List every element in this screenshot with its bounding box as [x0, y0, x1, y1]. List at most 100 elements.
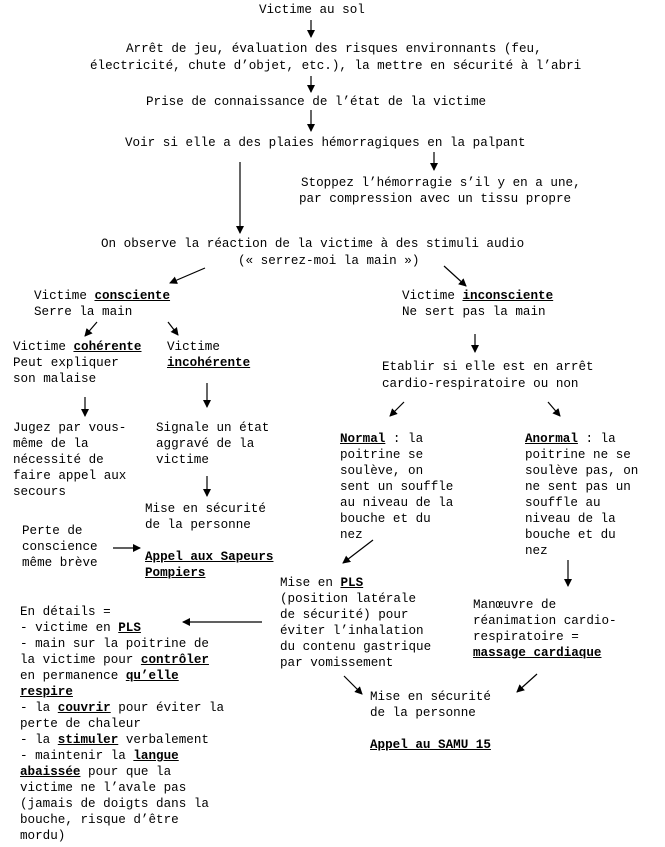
node-details-line4: la victime pour contrôler [20, 653, 209, 669]
node-jugez-line4: faire appel aux [13, 469, 127, 483]
arrow-consciente-to-coherente [84, 321, 98, 337]
node-consciente: Victime consciente [34, 289, 170, 305]
arrow-reaction-to-inconsciente [443, 265, 467, 287]
keyword-quelle: qu’elle [125, 669, 179, 683]
node-reaction-line2: (« serrez-moi la main ») [238, 254, 420, 268]
node-anormal-line1: Anormal : la [525, 432, 616, 448]
node-victime-au-sol: Victime au sol [259, 3, 365, 17]
node-stoppez-line1: Stoppez l’hémorragie s’il y en a une, [301, 176, 581, 190]
node-pls-line5: du contenu gastrique [280, 640, 432, 654]
node-normal-line5: au niveau de la [340, 496, 454, 510]
node-anormal-line6: niveau de la [525, 512, 616, 526]
keyword-couvrir: couvrir [57, 701, 111, 715]
keyword-respire: respire [20, 685, 73, 699]
node-jugez-line1: Jugez par vous- [13, 421, 127, 435]
node-perte-line3: même brève [22, 556, 98, 570]
node-reaction-line1: On observe la réaction de la victime à d… [101, 237, 525, 251]
node-anormal-line4: ne sent pas un [525, 480, 631, 494]
label-victime: Victime [402, 289, 463, 303]
keyword-anormal: Anormal [525, 432, 578, 446]
node-details-line9: - la stimuler verbalement [20, 733, 209, 749]
node-anormal-line3: soulève pas, on [525, 464, 639, 478]
node-details-line3: - main sur la poitrine de [20, 637, 209, 651]
node-normal-line7: nez [340, 528, 363, 542]
node-details-line11: abaissée pour que la [20, 765, 171, 781]
node-manoeuvre-line2: réanimation cardio- [473, 614, 617, 628]
keyword-langue: langue [133, 749, 179, 763]
node-pls-line3: de sécurité) pour [280, 608, 409, 622]
node-details-line12: victime ne l’avale pas [20, 781, 187, 795]
node-signale-line1: Signale un état [156, 421, 270, 435]
node-mise-secu-right-line1: Mise en sécurité [370, 690, 491, 704]
node-pls-line1: Mise en PLS [280, 576, 363, 592]
keyword-inconsciente: inconsciente [462, 289, 554, 303]
node-stoppez-line2: par compression avec un tissu propre [299, 192, 572, 206]
label-en-permanence: en permanence [20, 669, 126, 683]
node-coherente-line2: Peut expliquer [13, 356, 119, 370]
node-arret-jeu-line1: Arrêt de jeu, évaluation des risques env… [126, 42, 542, 56]
label-la: : la [385, 432, 424, 446]
node-normal-line6: bouche et du [340, 512, 431, 526]
keyword-stimuler: stimuler [57, 733, 119, 747]
keyword-pls: PLS [340, 576, 364, 590]
arrow-pls-to-misesecu-right [343, 675, 363, 695]
node-signale-line3: victime [156, 453, 209, 467]
node-manoeuvre-line3: respiratoire = [473, 630, 579, 644]
node-appel-samu: Appel au SAMU 15 [370, 738, 491, 752]
arrow-etablir-to-normal [389, 401, 405, 417]
node-arret-jeu-line2: électricité, chute d’objet, etc.), la me… [90, 59, 582, 73]
arrow-consciente-to-incoherente [167, 321, 179, 336]
node-mise-secu-left-line1: Mise en sécurité [145, 502, 266, 516]
node-anormal-line5: souffle au [525, 496, 601, 510]
label-maintenir: - maintenir la [20, 749, 134, 763]
keyword-coherente: cohérente [73, 340, 142, 354]
label-la: - la [20, 733, 58, 747]
node-mise-secu-left-line2: de la personne [145, 518, 251, 532]
node-normal-line3: soulève, on [340, 464, 424, 478]
node-prise-connaissance: Prise de connaissance de l’état de la vi… [146, 95, 487, 109]
node-pls-line6: par vomissement [280, 656, 394, 670]
node-incoherente-line1: Victime [167, 340, 220, 354]
node-details-line1: En détails = [20, 605, 111, 619]
node-normal-line2: poitrine se [340, 448, 424, 462]
label-pour-eviter: pour éviter la [110, 701, 225, 715]
node-etablir-line1: Etablir si elle est en arrêt [382, 360, 594, 374]
label-victime-en: - victime en [20, 621, 119, 635]
node-normal-line1: Normal : la [340, 432, 423, 448]
keyword-normal: Normal [340, 432, 386, 446]
label-la: : la [577, 432, 616, 446]
node-signale-line2: aggravé de la [156, 437, 255, 451]
node-details-line13: (jamais de doigts dans la [20, 797, 209, 811]
node-details-line7: - la couvrir pour éviter la [20, 701, 224, 717]
node-details-line8: perte de chaleur [20, 717, 141, 731]
node-details-line14: bouche, risque d’être [20, 813, 179, 827]
node-etablir-line2: cardio-respiratoire ou non [382, 377, 579, 391]
node-details-line2: - victime en PLS [20, 621, 141, 637]
node-details-line5: en permanence qu’elle [20, 669, 179, 685]
node-pls-line2: (position latérale [280, 592, 417, 606]
arrow-normal-to-pls [342, 539, 374, 564]
node-jugez-line3: nécessité de [13, 453, 104, 467]
keyword-consciente: consciente [94, 289, 171, 303]
node-pls-line4: éviter l’inhalation [280, 624, 424, 638]
arrow-etablir-to-anormal [547, 401, 561, 417]
label-la: - la [20, 701, 58, 715]
label-verbalement: verbalement [118, 733, 209, 747]
keyword-controler: contrôler [140, 653, 209, 667]
node-massage-cardiaque: massage cardiaque [473, 646, 602, 660]
node-inconsciente: Victime inconsciente [402, 289, 553, 305]
node-inconsciente-line2: Ne sert pas la main [402, 305, 546, 319]
label-pour: la victime pour [20, 653, 141, 667]
node-perte-line1: Perte de [22, 524, 83, 538]
node-voir-plaies: Voir si elle a des plaies hémorragiques … [125, 136, 526, 150]
node-appel-pompiers-line2: Pompiers [145, 566, 206, 580]
node-perte-line2: conscience [22, 540, 98, 554]
node-appel-pompiers-line1: Appel aux Sapeurs [145, 550, 274, 564]
label-pour-que: pour que la [80, 765, 172, 779]
node-details-line15: mordu) [20, 829, 66, 843]
keyword-incoherente: incohérente [167, 356, 251, 370]
node-details-line10: - maintenir la langue [20, 749, 179, 765]
node-anormal-line8: nez [525, 544, 548, 558]
label-victime: Victime [34, 289, 95, 303]
